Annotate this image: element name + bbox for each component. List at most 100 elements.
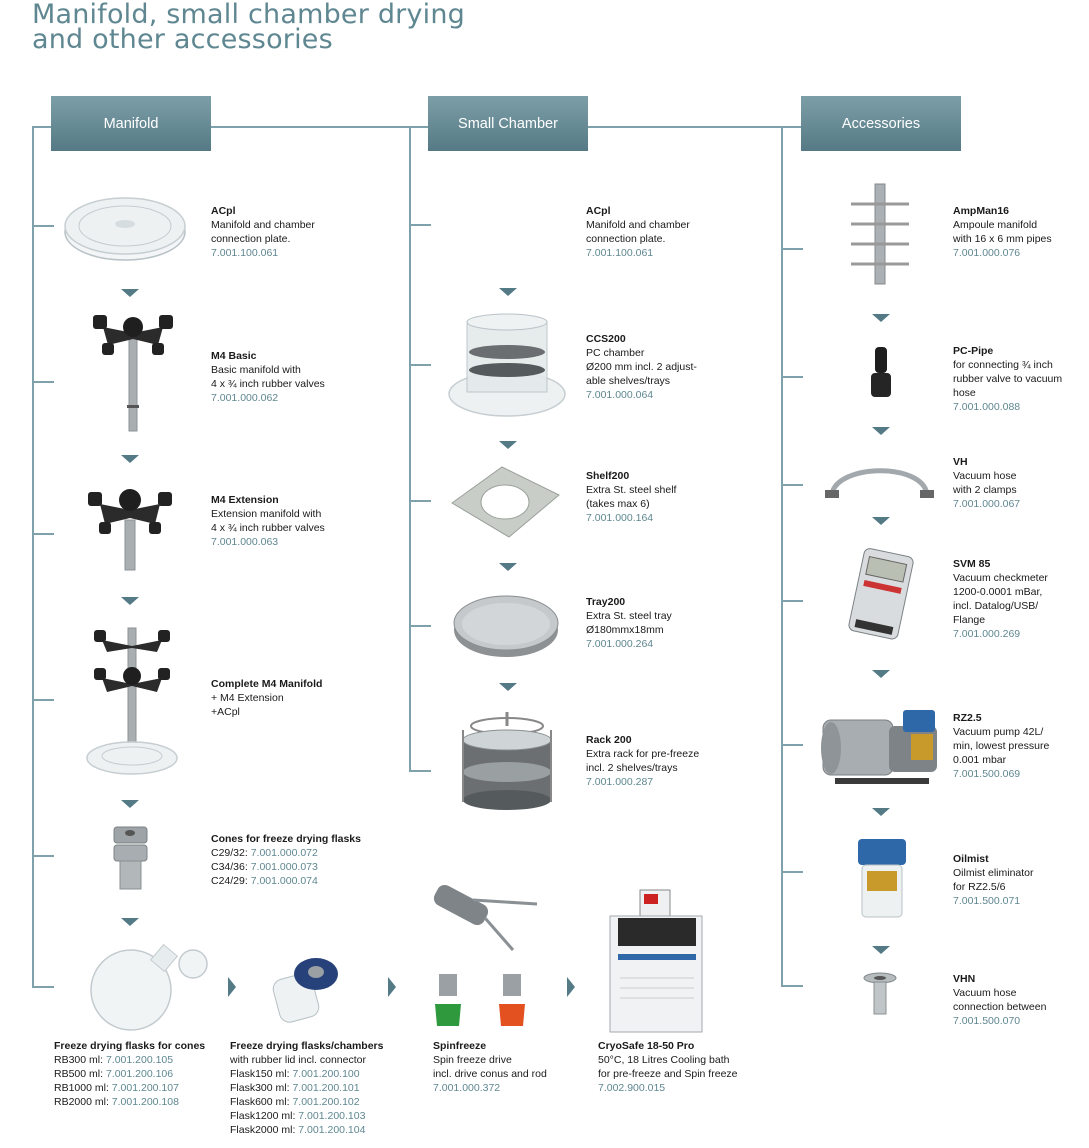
down-arrow-icon [872, 517, 890, 525]
product-desc: 0.001 mbar [953, 754, 1007, 766]
right-arrow-icon [388, 977, 396, 997]
product-desc: 1200-0.0001 mBar, [953, 586, 1043, 598]
product-code: 7.001.000.067 [953, 498, 1021, 510]
vacuum-hose-image [825, 468, 934, 498]
manifold-item-complete-m4: Complete M4 Manifold + M4 Extension +ACp… [211, 677, 322, 719]
down-arrow-icon [872, 808, 890, 816]
tick [409, 224, 431, 226]
manifold-vline [32, 126, 34, 987]
product-desc: Ø200 mm incl. 2 adjust- [586, 361, 697, 373]
accessory-item-vh: VH Vacuum hose with 2 clamps 7.001.000.0… [953, 455, 1020, 511]
product-name: M4 Basic [211, 350, 257, 362]
product-code: 7.001.100.061 [586, 247, 654, 259]
tick [781, 600, 803, 602]
down-arrow-icon [121, 455, 139, 463]
down-arrow-icon [121, 918, 139, 926]
size-label: RB500 ml: [54, 1068, 104, 1080]
chamber-item-shelf200: Shelf200 Extra St. steel shelf (takes ma… [586, 469, 676, 525]
code-row: RB300 ml: 7.001.200.105 [54, 1053, 205, 1067]
product-name: VHN [953, 973, 976, 985]
product-desc: able shelves/trays [586, 375, 671, 387]
vhn-image [863, 972, 897, 1015]
product-code: 7.001.000.073 [250, 861, 318, 873]
ampman-image [851, 183, 909, 285]
chamber-item-ccs200: CCS200 PC chamber Ø200 mm incl. 2 adjust… [586, 332, 697, 402]
tick [32, 533, 54, 535]
product-desc: 4 x ¾ inch rubber valves [211, 522, 325, 534]
product-code: 7.001.200.106 [105, 1068, 174, 1080]
product-desc: Basic manifold with [211, 364, 301, 376]
chamber-item-rack200: Rack 200 Extra rack for pre-freeze incl.… [586, 733, 699, 789]
product-code: 7.001.000.074 [250, 875, 318, 887]
tick [781, 248, 803, 250]
shelf-image [451, 466, 560, 538]
code-row: RB2000 ml: 7.001.200.108 [54, 1095, 205, 1109]
size-label: RB2000 ml: [54, 1096, 109, 1108]
product-desc: incl. 2 shelves/trays [586, 762, 678, 774]
oilmist-image [858, 839, 906, 918]
pump-image [821, 710, 937, 784]
size-label: RB300 ml: [54, 1054, 104, 1066]
tick [32, 225, 54, 227]
product-code: 7.001.200.108 [111, 1096, 179, 1108]
m4-extension-image [88, 489, 172, 571]
product-desc: Ø180mmx18mm [586, 624, 664, 636]
product-name: ACpl [211, 205, 236, 217]
chamber-item-tray200: Tray200 Extra St. steel tray Ø180mmx18mm… [586, 595, 672, 651]
bottom-item-spinfreeze: Spinfreeze Spin freeze drive incl. drive… [433, 1039, 547, 1095]
code-row: C34/36: 7.001.000.073 [211, 860, 361, 874]
top-connector [32, 126, 802, 128]
product-name: CCS200 [586, 333, 626, 345]
size-label: Flask2000 ml: [230, 1124, 296, 1136]
tick [32, 986, 54, 988]
accessory-item-oilmist: Oilmist Oilmist eliminator for RZ2.5/6 7… [953, 852, 1034, 908]
code-row: Flask150 ml: 7.001.200.100 [230, 1067, 384, 1081]
product-desc: Vacuum hose [953, 987, 1017, 999]
accessories-vline [781, 126, 783, 986]
product-desc: Ampoule manifold [953, 219, 1038, 231]
manifold-item-acpl: ACpl Manifold and chamber connection pla… [211, 204, 315, 260]
product-code: 7.001.200.102 [292, 1096, 360, 1108]
m4-basic-image [93, 315, 173, 432]
product-code: 7.001.500.069 [953, 768, 1021, 780]
tick [781, 376, 803, 378]
product-desc: Extra rack for pre-freeze [586, 748, 700, 760]
chamber-vline [409, 126, 411, 771]
down-arrow-icon [499, 683, 517, 691]
complete-m4-image [86, 627, 178, 775]
size-label: C29/32: [211, 847, 248, 859]
tick [781, 744, 803, 746]
product-name: CryoSafe 18-50 Pro [598, 1040, 695, 1052]
small-chamber-header: Small Chamber [428, 96, 588, 151]
product-name: Freeze drying flasks for cones [54, 1040, 206, 1052]
down-arrow-icon [872, 946, 890, 954]
tick [781, 484, 803, 486]
product-desc: incl. Datalog/USB/ [953, 600, 1039, 612]
title-line-2: and other accessories [32, 24, 333, 55]
product-name: VH [953, 456, 968, 468]
product-code: 7.001.000.063 [211, 536, 279, 548]
accessory-item-svm85: SVM 85 Vacuum checkmeter 1200-0.0001 mBa… [953, 557, 1048, 641]
product-desc: with rubber lid incl. connector [230, 1054, 366, 1066]
product-desc: Vacuum checkmeter [953, 572, 1048, 584]
product-desc: for RZ2.5/6 [953, 881, 1006, 893]
tick [32, 699, 54, 701]
code-row: Flask2000 ml: 7.001.200.104 [230, 1123, 384, 1137]
product-name: SVM 85 [953, 558, 991, 570]
size-label: Flask150 ml: [230, 1068, 290, 1080]
product-desc: Manifold and chamber [586, 219, 690, 231]
product-desc: Vacuum pump 42L/ [953, 726, 1044, 738]
product-code: 7.001.100.061 [211, 247, 279, 259]
product-desc: for pre-freeze and Spin freeze [598, 1068, 738, 1080]
product-desc: Extra St. steel shelf [586, 484, 677, 496]
page-title: Manifold, small chamber drying and other… [32, 0, 465, 55]
product-desc: 4 x ¾ inch rubber valves [211, 378, 325, 390]
product-code: 7.001.200.103 [298, 1110, 366, 1122]
product-desc: + M4 Extension [211, 692, 284, 704]
product-code: 7.001.200.104 [298, 1124, 366, 1136]
right-arrow-icon [567, 977, 575, 997]
product-code: 7.001.000.269 [953, 628, 1021, 640]
tick [409, 500, 431, 502]
title-line-1: Manifold, small chamber drying [32, 0, 465, 30]
product-code: 7.001.200.105 [105, 1054, 174, 1066]
